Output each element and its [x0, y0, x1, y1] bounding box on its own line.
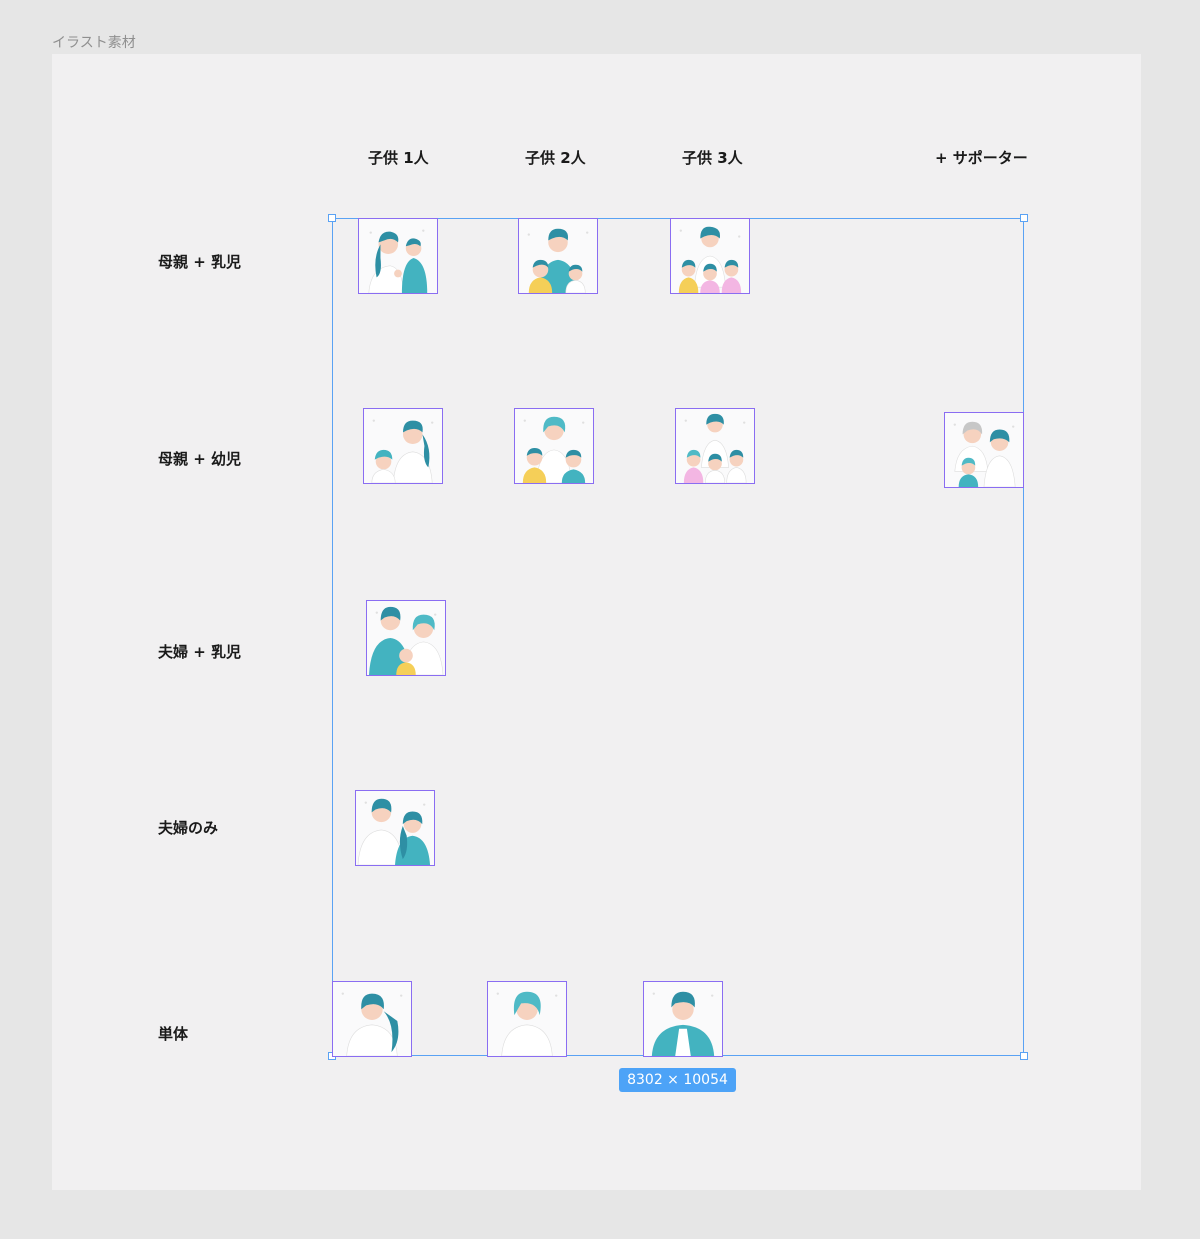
illustration-mother-child-3[interactable]: [675, 408, 755, 484]
row-label-mother-baby: 母親 + 乳児: [158, 253, 242, 271]
row-label-single: 単体: [158, 1025, 189, 1043]
resize-handle-bottom-right[interactable]: [1020, 1052, 1028, 1060]
illustration-couple[interactable]: [355, 790, 435, 866]
row-label-couple-baby: 夫婦 + 乳児: [158, 643, 242, 661]
row-label-mother-child: 母親 + 幼児: [158, 450, 242, 468]
illustration-single-man[interactable]: [643, 981, 723, 1057]
illustration-mother-child-1[interactable]: [363, 408, 443, 484]
illustration-mother-baby-1[interactable]: [358, 218, 438, 294]
illustration-single-woman-long-hair[interactable]: [332, 981, 412, 1057]
illustration-mother-baby-2[interactable]: [518, 218, 598, 294]
resize-handle-top-right[interactable]: [1020, 214, 1028, 222]
column-label-three-children: 子供 3人: [682, 149, 743, 167]
illustration-single-woman-bob[interactable]: [487, 981, 567, 1057]
illustration-mother-child-supporter[interactable]: [944, 412, 1024, 488]
column-label-two-children: 子供 2人: [525, 149, 586, 167]
illustration-couple-baby[interactable]: [366, 600, 446, 676]
row-label-couple: 夫婦のみ: [158, 819, 219, 837]
frame-title[interactable]: イラスト素材: [52, 35, 136, 51]
column-label-one-child: 子供 1人: [368, 149, 429, 167]
illustration-mother-baby-3[interactable]: [670, 218, 750, 294]
illustration-mother-child-2[interactable]: [514, 408, 594, 484]
column-label-supporter: + サポーター: [935, 149, 1028, 167]
resize-handle-top-left[interactable]: [328, 214, 336, 222]
selection-size-badge: 8302 × 10054: [619, 1068, 736, 1092]
